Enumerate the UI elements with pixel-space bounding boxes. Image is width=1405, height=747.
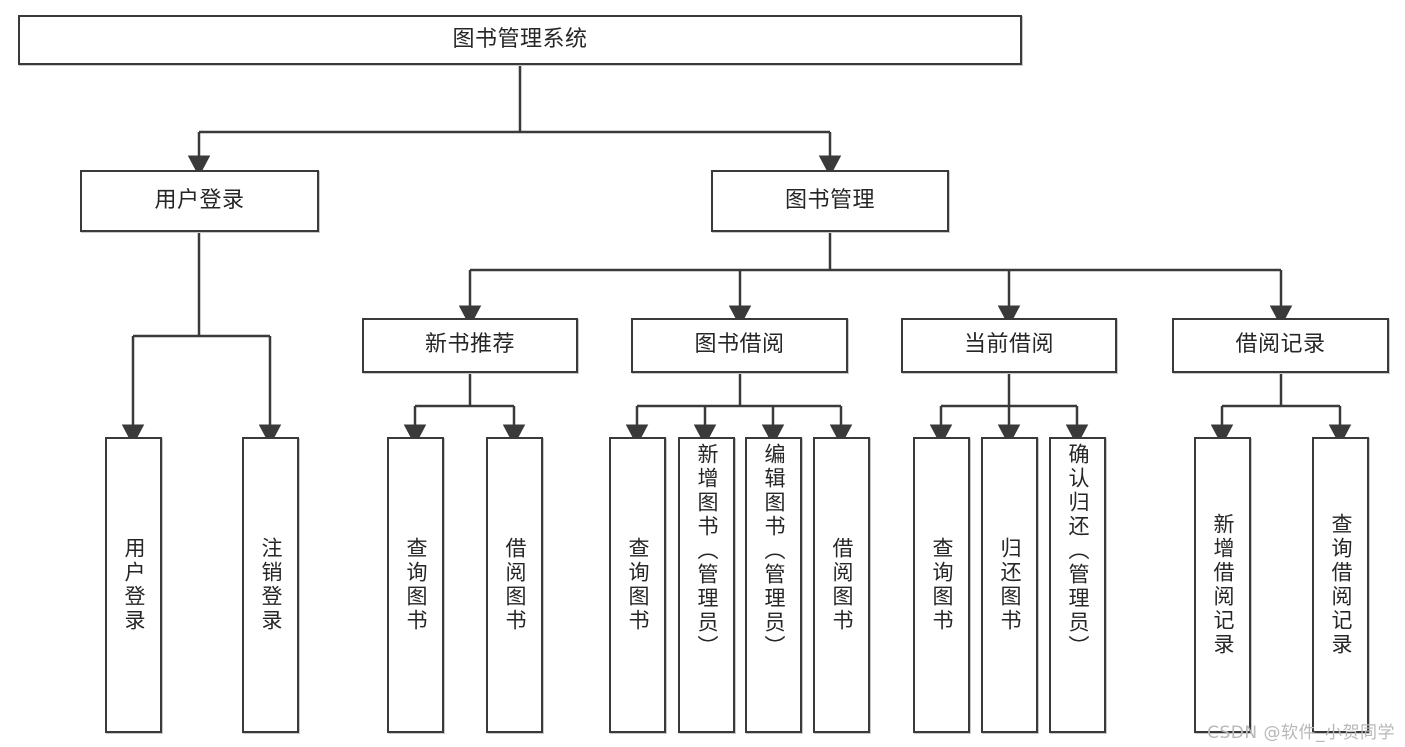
node-leaf-add-borrow-record[interactable]: 新增借阅记录	[1194, 437, 1251, 733]
node-leaf-user-login[interactable]: 用户登录	[105, 437, 162, 733]
node-new-book-recommend[interactable]: 新书推荐	[362, 318, 578, 373]
node-leaf-add-book-admin-label: 新增图书（管理员）	[695, 443, 719, 659]
node-book-management-label: 图书管理	[784, 187, 875, 213]
node-leaf-query-book-borrow-label: 查询图书	[626, 537, 650, 633]
node-leaf-query-book-current-label: 查询图书	[930, 537, 954, 633]
node-leaf-add-borrow-record-label: 新增借阅记录	[1211, 513, 1235, 657]
node-leaf-user-login-label: 用户登录	[122, 537, 146, 633]
node-leaf-borrow-book-borrow[interactable]: 借阅图书	[813, 437, 870, 733]
node-leaf-borrow-book-newbook[interactable]: 借阅图书	[486, 437, 543, 733]
node-book-management[interactable]: 图书管理	[711, 170, 949, 232]
node-leaf-add-book-admin[interactable]: 新增图书（管理员）	[678, 437, 735, 733]
node-leaf-query-book-newbook-label: 查询图书	[404, 537, 428, 633]
node-leaf-query-book-newbook[interactable]: 查询图书	[387, 437, 444, 733]
node-book-borrow[interactable]: 图书借阅	[631, 318, 848, 373]
node-user-login-label: 用户登录	[154, 187, 245, 213]
watermark-text: CSDN @软件_小贺同学	[1207, 723, 1395, 743]
node-root-label: 图书管理系统	[452, 26, 588, 52]
node-leaf-confirm-return-admin-label: 确认归还（管理员）	[1066, 443, 1090, 659]
node-leaf-borrow-book-borrow-label: 借阅图书	[830, 537, 854, 633]
node-leaf-borrow-book-newbook-label: 借阅图书	[503, 537, 527, 633]
node-root[interactable]: 图书管理系统	[18, 15, 1022, 65]
node-leaf-logout-label: 注销登录	[259, 537, 283, 633]
node-leaf-query-book-current[interactable]: 查询图书	[913, 437, 970, 733]
node-leaf-query-borrow-record[interactable]: 查询借阅记录	[1312, 437, 1369, 733]
node-leaf-confirm-return-admin[interactable]: 确认归还（管理员）	[1049, 437, 1106, 733]
node-leaf-logout[interactable]: 注销登录	[242, 437, 299, 733]
node-leaf-edit-book-admin[interactable]: 编辑图书（管理员）	[745, 437, 802, 733]
node-borrow-records-label: 借阅记录	[1235, 332, 1326, 358]
node-leaf-edit-book-admin-label: 编辑图书（管理员）	[762, 443, 786, 659]
node-user-login[interactable]: 用户登录	[80, 170, 319, 232]
node-leaf-return-book-label: 归还图书	[998, 537, 1022, 633]
node-current-borrow[interactable]: 当前借阅	[901, 318, 1117, 373]
node-new-book-recommend-label: 新书推荐	[424, 332, 515, 358]
node-borrow-records[interactable]: 借阅记录	[1172, 318, 1389, 373]
node-book-borrow-label: 图书借阅	[694, 332, 785, 358]
node-current-borrow-label: 当前借阅	[963, 332, 1054, 358]
node-leaf-query-book-borrow[interactable]: 查询图书	[609, 437, 666, 733]
node-leaf-return-book[interactable]: 归还图书	[981, 437, 1038, 733]
node-leaf-query-borrow-record-label: 查询借阅记录	[1329, 513, 1353, 657]
